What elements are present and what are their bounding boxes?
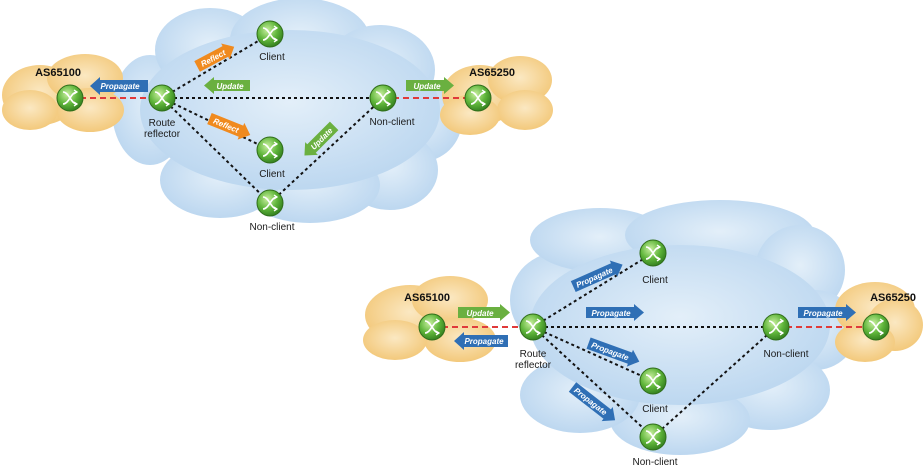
bottom-nonclient-bottom-label: Non-client	[632, 457, 677, 468]
router-icon	[256, 20, 284, 48]
router-icon	[56, 84, 84, 112]
bottom-client2-label: Client	[642, 404, 668, 415]
top-nonclient-bottom-label: Non-client	[249, 222, 294, 233]
svg-text:Propagate: Propagate	[100, 82, 140, 91]
router-icon	[639, 367, 667, 395]
bottom-update-in-arrow: Update	[458, 304, 510, 321]
bottom-propagate-out-arrow: Propagate	[454, 332, 508, 350]
top-update-right-arrow: Update	[406, 77, 454, 94]
top-client1-label: Client	[259, 52, 285, 63]
router-icon	[369, 84, 397, 112]
router-icon	[148, 84, 176, 112]
bottom-as-cloud	[510, 200, 857, 455]
bottom-as-left-label: AS65100	[404, 292, 450, 304]
top-propagate-arrow: Propagate	[90, 77, 148, 95]
top-nonclient-right-label: Non-client	[369, 117, 414, 128]
svg-text:Update: Update	[216, 82, 244, 91]
top-rr-label-2: reflector	[144, 129, 181, 140]
bottom-diagram: Update Propagate Propagate Propagate Pro…	[363, 200, 923, 468]
router-icon	[519, 313, 547, 341]
bottom-as-right-label: AS65250	[870, 292, 916, 304]
top-as-cloud	[112, 0, 462, 223]
bottom-client1-label: Client	[642, 275, 668, 286]
router-icon	[762, 313, 790, 341]
bottom-propagate-right-arrow: Propagate	[798, 304, 856, 321]
top-rr-label-1: Route	[149, 118, 176, 129]
top-client2-label: Client	[259, 169, 285, 180]
svg-text:Propagate: Propagate	[803, 309, 843, 318]
svg-text:Propagate: Propagate	[591, 309, 631, 318]
top-update-mid-arrow: Update	[204, 77, 250, 94]
bottom-rr-label-2: reflector	[515, 360, 552, 371]
router-icon	[862, 313, 890, 341]
top-as-left-label: AS65100	[35, 67, 81, 79]
top-diagram: Propagate Update Update Reflect Reflect …	[2, 0, 553, 233]
router-icon	[639, 239, 667, 267]
router-icon	[464, 84, 492, 112]
router-icon	[639, 423, 667, 451]
router-icon	[418, 313, 446, 341]
top-ibgp-links	[161, 33, 384, 204]
router-icon	[256, 189, 284, 217]
svg-text:Update: Update	[466, 309, 494, 318]
router-icon	[256, 136, 284, 164]
top-as-right-label: AS65250	[469, 67, 515, 79]
svg-text:Propagate: Propagate	[464, 337, 504, 346]
bottom-nonclient-right-label: Non-client	[763, 349, 808, 360]
bottom-rr-label-1: Route	[520, 349, 547, 360]
bottom-ibgp-links	[532, 252, 777, 438]
bottom-propagate-mid-arrow: Propagate	[586, 304, 644, 321]
svg-text:Update: Update	[413, 82, 441, 91]
